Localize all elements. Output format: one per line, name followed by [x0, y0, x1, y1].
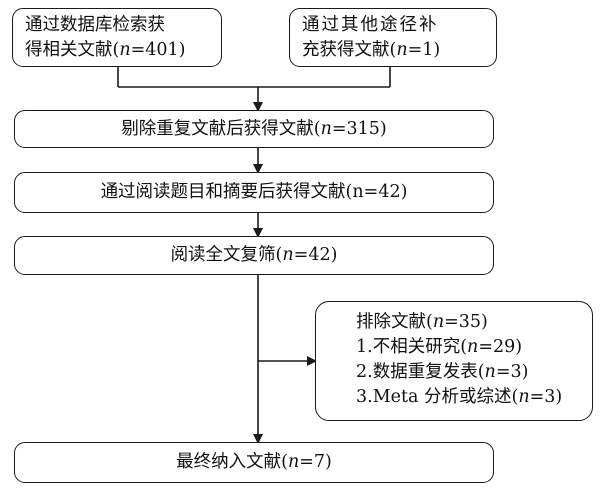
- other-sources-line1: 通过其他途径补: [302, 15, 439, 35]
- dedup-text: 剔除重复文献后获得文献(n=315): [121, 118, 387, 139]
- final-text: 最终纳入文献(n=7): [176, 452, 332, 472]
- final-included-box: 最终纳入文献(n=7): [14, 442, 494, 483]
- excluded-item-2: 2.数据重复发表(n=3): [356, 362, 529, 382]
- excluded-title: 排除文献(n=35): [356, 312, 488, 332]
- other-sources-line2: 充获得文献(n=1): [302, 40, 441, 60]
- excluded-item-1: 1.不相关研究(n=29): [356, 337, 523, 357]
- full-text-text: 阅读全文复筛(n=42): [170, 245, 338, 265]
- title-abstract-box: 通过阅读题目和摘要后获得文献(n=42): [14, 172, 494, 213]
- excluded-item-3: 3.Meta 分析或综述(n=3): [356, 387, 563, 407]
- title-abstract-text: 通过阅读题目和摘要后获得文献(n=42): [100, 182, 408, 202]
- database-search-box: 通过数据库检索获 得相关文献(n=401): [12, 8, 222, 67]
- full-text-screen-box: 阅读全文复筛(n=42): [14, 236, 494, 275]
- database-search-line2: 得相关文献(n=401): [25, 40, 186, 60]
- excluded-box: 排除文献(n=35) 1.不相关研究(n=29) 2.数据重复发表(n=3) 3…: [315, 301, 593, 421]
- database-search-line1: 通过数据库检索获: [25, 15, 165, 35]
- dedup-box: 剔除重复文献后获得文献(n=315): [14, 110, 494, 148]
- other-sources-box: 通过其他途径补 充获得文献(n=1): [289, 8, 497, 67]
